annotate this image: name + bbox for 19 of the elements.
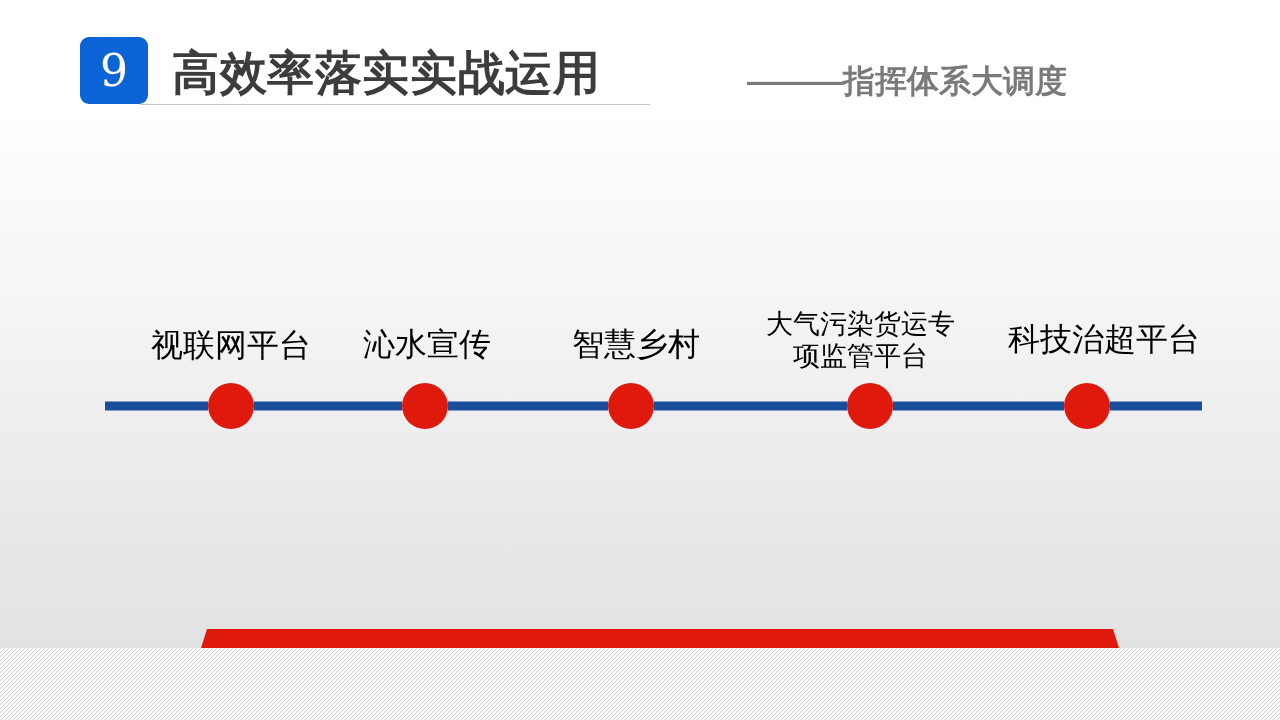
stop-label: 科技治超平台 xyxy=(1008,319,1200,359)
timeline-dot xyxy=(847,383,893,429)
timeline-dot xyxy=(208,383,254,429)
timeline-segment xyxy=(448,401,608,411)
stop-label: 沁水宣传 xyxy=(363,324,491,364)
timeline-dot xyxy=(402,383,448,429)
stop-label: 视联网平台 xyxy=(151,325,311,365)
stop-label: 大气污染货运专项监管平台 xyxy=(764,308,956,372)
timeline-segment xyxy=(1110,401,1202,411)
timeline-segment xyxy=(893,401,1064,411)
slide-title: 高效率落实实战运用 xyxy=(172,44,601,102)
timeline-segment xyxy=(654,401,847,411)
stop-label: 智慧乡村 xyxy=(572,324,700,364)
timeline-dot xyxy=(608,383,654,429)
subtitle: ———指挥体系大调度 xyxy=(747,62,1067,100)
timeline-dot xyxy=(1064,383,1110,429)
number-badge: 9 xyxy=(80,37,148,104)
timeline-segment xyxy=(254,401,402,411)
timeline-segment xyxy=(105,401,208,411)
